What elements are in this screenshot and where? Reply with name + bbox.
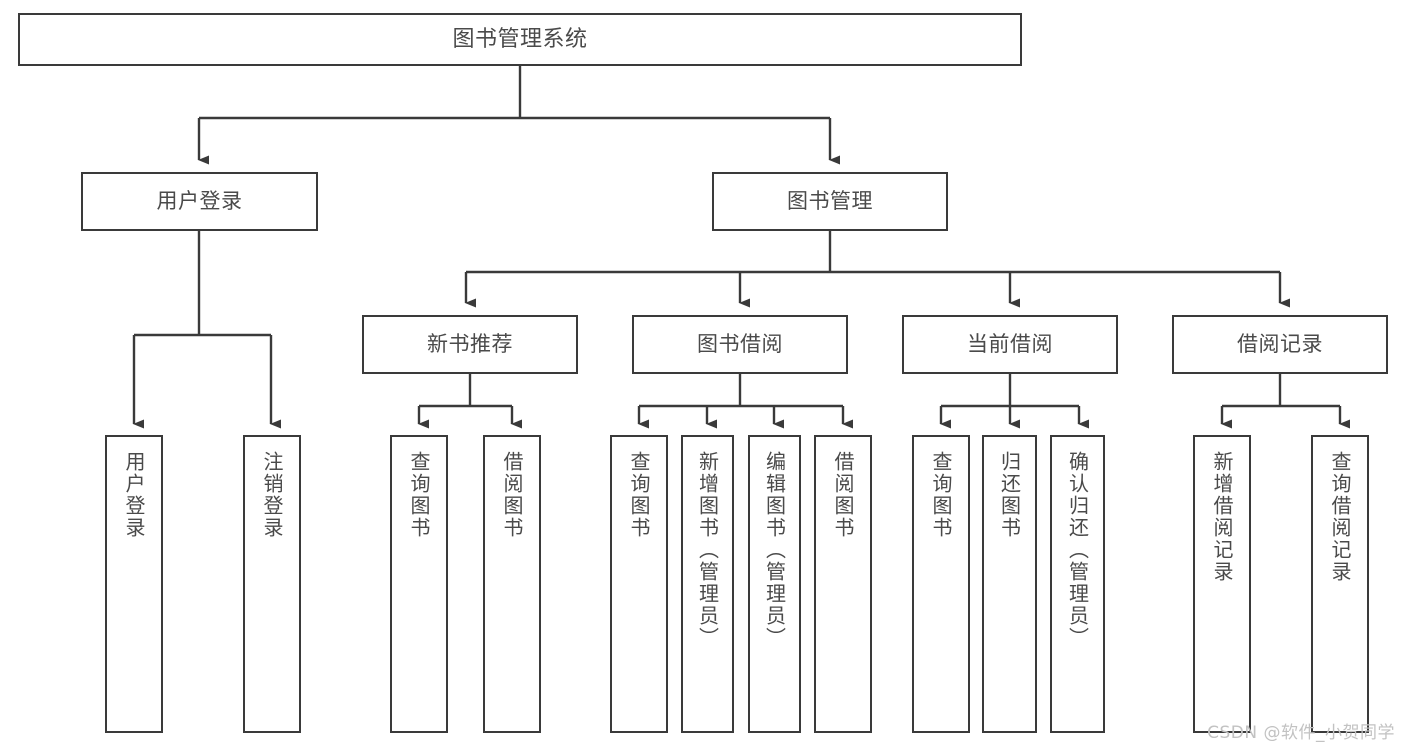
node-leaf-query-book-2[interactable]: 查询图书 [610,435,668,733]
node-leaf-borrow-book-2-label: 借阅图书 [831,451,855,539]
node-new-book-rec-label: 新书推荐 [427,332,513,357]
node-user-login-label: 用户登录 [156,189,243,214]
node-book-borrow-label: 图书借阅 [697,332,783,357]
node-new-book-rec[interactable]: 新书推荐 [362,315,578,374]
node-book-manage[interactable]: 图书管理 [712,172,948,231]
node-leaf-logout[interactable]: 注销登录 [243,435,301,733]
node-leaf-confirm-return-label: 确认归还（管理员） [1065,451,1090,649]
node-leaf-confirm-return[interactable]: 确认归还（管理员） [1050,435,1105,733]
node-root-label: 图书管理系统 [452,26,588,52]
node-leaf-query-book-3-label: 查询图书 [929,451,953,539]
node-leaf-add-record-label: 新增借阅记录 [1210,451,1234,583]
node-leaf-borrow-book-2[interactable]: 借阅图书 [814,435,872,733]
node-user-login[interactable]: 用户登录 [81,172,318,231]
node-leaf-edit-book[interactable]: 编辑图书（管理员） [748,435,801,733]
node-leaf-query-record-label: 查询借阅记录 [1328,451,1352,583]
node-leaf-edit-book-label: 编辑图书（管理员） [762,451,787,649]
node-current-borrow[interactable]: 当前借阅 [902,315,1118,374]
node-borrow-record[interactable]: 借阅记录 [1172,315,1388,374]
node-current-borrow-label: 当前借阅 [967,332,1053,357]
node-book-borrow[interactable]: 图书借阅 [632,315,848,374]
node-leaf-query-record[interactable]: 查询借阅记录 [1311,435,1369,733]
node-leaf-add-record[interactable]: 新增借阅记录 [1193,435,1251,733]
node-root[interactable]: 图书管理系统 [18,13,1022,66]
node-book-manage-label: 图书管理 [787,189,873,214]
node-leaf-user-login[interactable]: 用户登录 [105,435,163,733]
node-leaf-query-book-1[interactable]: 查询图书 [390,435,448,733]
node-leaf-user-login-label: 用户登录 [122,451,146,539]
node-leaf-return-book-label: 归还图书 [997,451,1022,539]
node-leaf-logout-label: 注销登录 [260,451,284,539]
node-leaf-query-book-2-label: 查询图书 [627,451,651,539]
node-leaf-add-book-label: 新增图书（管理员） [695,451,720,649]
node-leaf-return-book[interactable]: 归还图书 [982,435,1037,733]
watermark-text: CSDN @软件_小贺同学 [1207,723,1395,743]
node-leaf-query-book-1-label: 查询图书 [407,451,431,539]
node-borrow-record-label: 借阅记录 [1237,332,1323,357]
node-leaf-add-book[interactable]: 新增图书（管理员） [681,435,734,733]
node-leaf-borrow-book-1[interactable]: 借阅图书 [483,435,541,733]
node-leaf-borrow-book-1-label: 借阅图书 [500,451,524,539]
node-leaf-query-book-3[interactable]: 查询图书 [912,435,970,733]
